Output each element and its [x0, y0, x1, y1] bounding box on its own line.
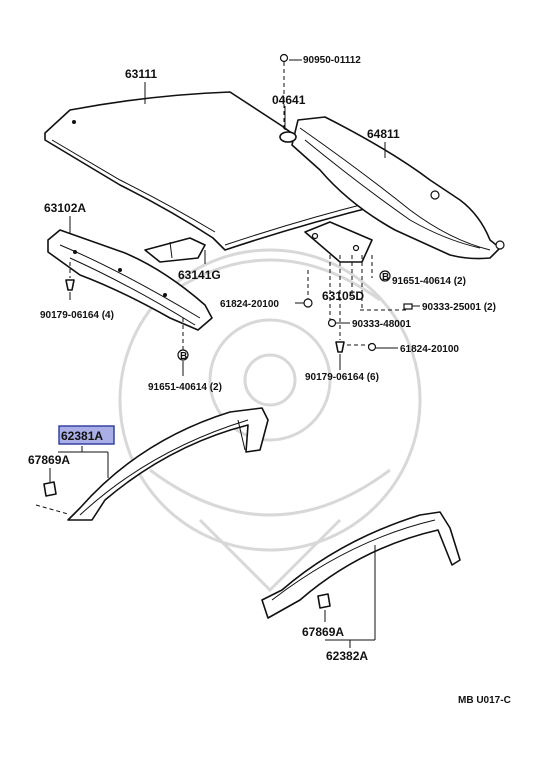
watermark-emblem — [118, 248, 422, 593]
label-clip-rear[interactable]: 67869A — [302, 625, 344, 639]
top-screw[interactable] — [279, 53, 289, 63]
label-bolt-right[interactable]: 91651-40614 (2) — [392, 276, 466, 287]
label-nut-right-low[interactable]: 61824-20100 — [400, 344, 459, 355]
rear-pillar-trim[interactable] — [261, 511, 461, 619]
bolt-left[interactable]: B — [177, 349, 189, 362]
highlight-box — [58, 425, 115, 445]
label-bolt-left[interactable]: 91651-40614 (2) — [148, 382, 222, 393]
label-clip-front[interactable]: 67869A — [28, 453, 70, 467]
clip-right[interactable] — [335, 341, 345, 353]
label-rear-trim[interactable]: 62382A — [326, 649, 368, 663]
label-clip-left[interactable]: 90179-06164 (4) — [40, 310, 114, 321]
bolt-right[interactable]: B — [379, 270, 391, 283]
front-clip[interactable] — [43, 481, 57, 497]
label-diagram-code: MB U017-C — [458, 695, 511, 706]
label-highlight-part[interactable]: 62381A — [61, 429, 103, 443]
label-front-header[interactable]: 63102A — [44, 201, 86, 215]
front-pillar-trim[interactable] — [67, 407, 269, 521]
nut-right-upper[interactable] — [403, 303, 413, 310]
svg-text:B: B — [180, 351, 187, 362]
header-bracket[interactable] — [144, 237, 206, 263]
front-header[interactable] — [47, 229, 213, 331]
front-clip-dash — [35, 504, 69, 515]
rear-clip[interactable] — [317, 593, 331, 609]
nut-right-mid[interactable] — [327, 318, 337, 328]
labels: 63111 90950-01112 04641 64811 63102A 631… — [28, 55, 511, 706]
label-bracket-d[interactable]: 63105D — [322, 289, 364, 303]
guide-lines — [69, 62, 408, 352]
label-rear-rail[interactable]: 64811 — [367, 127, 400, 141]
bracket-63105d[interactable] — [304, 221, 373, 263]
center-fastener[interactable] — [279, 131, 297, 143]
label-nut-right-mid[interactable]: 90333-48001 — [352, 319, 411, 330]
svg-text:B: B — [382, 272, 389, 283]
label-top-screw[interactable]: 90950-01112 — [303, 55, 361, 66]
label-center-part[interactable]: 04641 — [272, 93, 306, 107]
rear-rail[interactable] — [291, 116, 505, 260]
label-roof-panel[interactable]: 63111 — [125, 67, 157, 81]
label-clip-right[interactable]: 90179-06164 (6) — [305, 372, 379, 383]
leader-lines — [49, 59, 420, 648]
clip-left[interactable] — [65, 279, 75, 291]
nut-right-low[interactable] — [367, 342, 377, 352]
label-nut-right-upper[interactable]: 90333-25001 (2) — [422, 302, 496, 313]
label-nut-left[interactable]: 61824-20100 — [220, 299, 279, 310]
label-header-bracket[interactable]: 63141G — [178, 268, 221, 282]
nut-left[interactable] — [303, 298, 313, 308]
